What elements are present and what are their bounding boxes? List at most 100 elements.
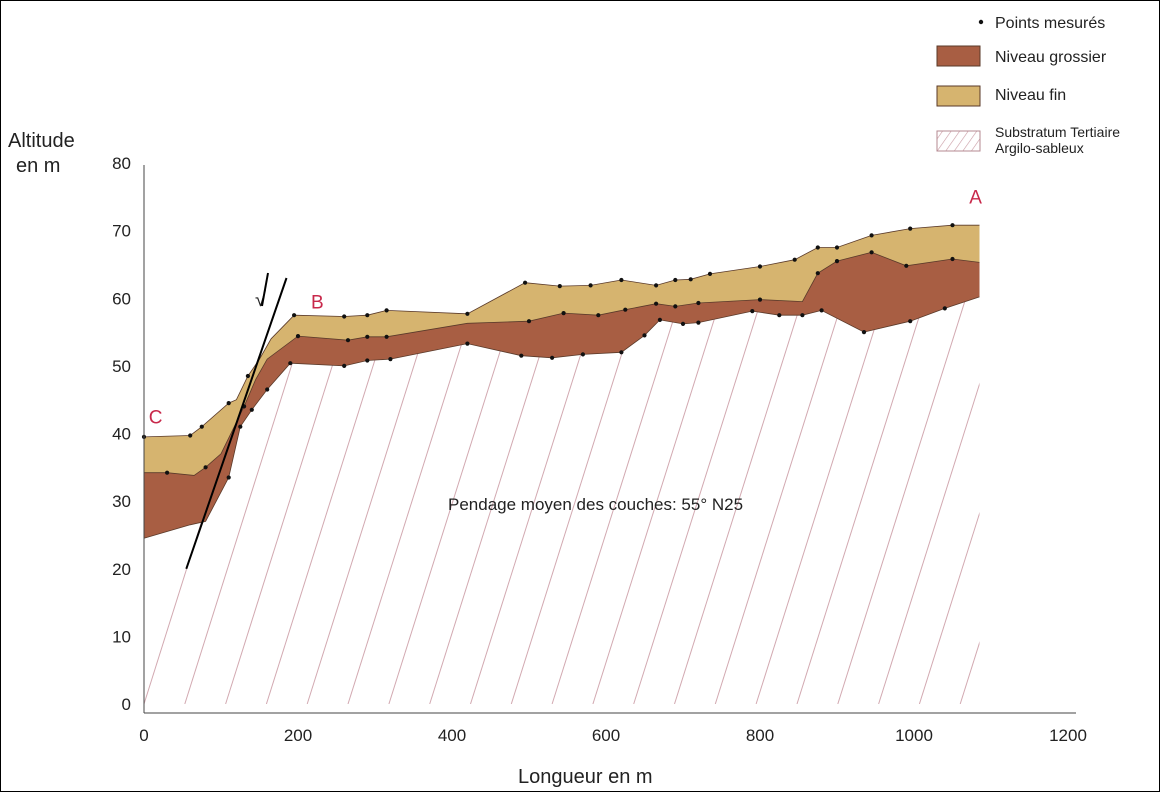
x-tick-label: 400 — [438, 726, 466, 745]
hatch-line — [429, 296, 591, 704]
hatch-line — [918, 296, 980, 704]
hatch-line — [755, 296, 917, 704]
x-axis-title: Longueur en m — [518, 766, 653, 788]
measured-point — [561, 311, 566, 316]
hatch-line — [510, 296, 672, 704]
measured-point — [203, 465, 208, 470]
measured-point — [680, 321, 686, 326]
fine-layer-area — [144, 225, 980, 476]
x-tick-label: 0 — [139, 726, 148, 745]
y-tick-label: 40 — [112, 425, 131, 444]
measured-point — [673, 277, 678, 283]
measured-point — [642, 333, 647, 338]
hatch-line — [225, 296, 387, 704]
y-tick-label: 0 — [122, 695, 131, 714]
coarse-base-outline — [143, 296, 980, 539]
y-axis-title-line1: Altitude — [8, 130, 75, 152]
measured-point — [523, 280, 528, 285]
hatch-line — [674, 296, 835, 704]
hatch-line — [347, 296, 509, 704]
y-tick-label: 80 — [112, 154, 131, 173]
x-tick-label: 200 — [284, 726, 312, 745]
measured-point — [869, 250, 874, 255]
measured-point — [384, 308, 389, 313]
measured-point — [657, 317, 663, 322]
measured-point — [580, 352, 586, 357]
measured-point — [388, 357, 393, 362]
measured-point — [295, 334, 301, 339]
hatch-line — [592, 296, 754, 704]
x-tick-label: 1000 — [895, 726, 933, 745]
measured-point — [365, 334, 370, 339]
measured-point — [688, 277, 693, 282]
measured-point — [588, 283, 593, 288]
legend-substratum-label-line1: Substratum Tertiaire — [995, 124, 1120, 140]
measured-point — [619, 277, 624, 283]
legend-points-label: Points mesurés — [995, 15, 1105, 32]
measured-point — [365, 313, 370, 318]
legend-coarse-swatch — [936, 45, 981, 67]
y-tick-label: 60 — [112, 289, 131, 308]
hatch-line — [306, 296, 468, 704]
y-tick-label: 10 — [112, 627, 131, 646]
measured-point — [673, 304, 678, 309]
dip-annotation: Pendage moyen des couches: 55° N25 — [448, 495, 743, 514]
measured-point — [465, 311, 470, 316]
measured-point — [596, 313, 601, 318]
measured-point — [819, 308, 824, 313]
measured-point — [815, 245, 820, 250]
measured-point — [365, 358, 370, 363]
legend-coarse-label: Niveau grossier — [995, 49, 1107, 66]
measured-point — [226, 401, 231, 406]
hatch-line — [1001, 197, 1160, 704]
measured-point — [654, 301, 659, 306]
hatch-line — [714, 296, 876, 704]
y-tick-label: 50 — [112, 357, 131, 376]
hatch-line — [470, 296, 631, 704]
hatch-line — [265, 296, 427, 704]
legend-substratum-swatch — [936, 130, 981, 152]
measured-point — [345, 338, 351, 343]
section-point-c: C — [149, 407, 163, 428]
measured-point — [519, 353, 524, 358]
x-tick-label: 800 — [746, 726, 774, 745]
y-tick-label: 70 — [112, 222, 131, 241]
measured-point — [245, 373, 250, 379]
measured-point — [800, 313, 805, 318]
measured-point — [792, 257, 797, 262]
measured-point — [696, 300, 701, 306]
x-tick-label: 600 — [592, 726, 620, 745]
measured-point — [199, 424, 204, 429]
measured-point — [908, 319, 913, 324]
fault-symbol: √ — [255, 289, 266, 311]
measured-point — [292, 313, 297, 318]
measured-point — [557, 284, 562, 289]
measured-point — [342, 314, 347, 319]
measured-point — [757, 297, 763, 302]
section-point-b: B — [311, 292, 324, 313]
measured-point — [623, 307, 628, 312]
y-axis-title-line2: en m — [16, 155, 60, 177]
measured-point — [815, 271, 820, 276]
x-tick-label: 1200 — [1049, 726, 1087, 745]
measured-point — [465, 341, 470, 346]
measured-point — [188, 433, 193, 438]
measured-point — [550, 355, 555, 360]
coarse-layer-area — [144, 252, 980, 539]
measured-point — [707, 271, 713, 276]
legend-fine-label: Niveau fin — [995, 87, 1066, 104]
fault-line — [185, 277, 288, 570]
y-tick-label: 30 — [112, 492, 131, 511]
measured-point — [950, 256, 955, 262]
legend: Points mesurés Niveau grossier Niveau fi… — [936, 15, 1120, 156]
measured-point — [950, 223, 955, 228]
section-point-a: A — [969, 188, 982, 209]
hatch-line — [633, 296, 795, 704]
measured-point — [619, 350, 624, 355]
section-point-labels: A B C — [149, 188, 983, 429]
measured-point — [342, 363, 347, 368]
measured-point — [526, 319, 532, 324]
x-tick-labels: 0 200 400 600 800 1000 1200 — [139, 726, 1087, 745]
measured-point — [942, 306, 947, 311]
